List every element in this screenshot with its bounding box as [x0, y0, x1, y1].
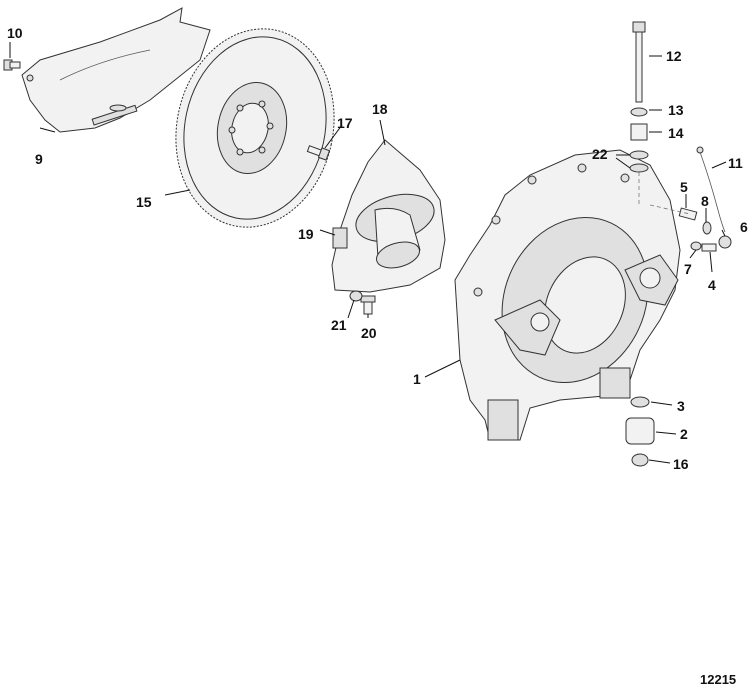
nut-16: [631, 453, 649, 467]
leader-lines: [9, 42, 727, 464]
callout-10: 10: [7, 25, 23, 41]
flywheel-housing: [454, 149, 681, 441]
washer-8: [702, 221, 712, 235]
callout-21: 21: [331, 317, 347, 333]
callout-11: 11: [728, 155, 743, 171]
callout-18: 18: [372, 101, 388, 117]
callout-17: 17: [337, 115, 353, 131]
bolt-5: [678, 207, 698, 221]
bolt-20: [360, 295, 376, 315]
washer-3: [630, 396, 650, 408]
callout-3: 3: [677, 398, 685, 414]
washer-13: [630, 107, 648, 117]
callout-15: 15: [136, 194, 152, 210]
callout-7: 7: [684, 261, 692, 277]
callout-5: 5: [680, 179, 688, 195]
bolt-4: [701, 243, 717, 252]
callout-1: 1: [413, 371, 421, 387]
callout-19: 19: [298, 226, 314, 242]
flywheel-cover-plate: [21, 7, 211, 133]
nut-6: [718, 235, 732, 249]
washers-22: [629, 150, 649, 173]
callout-22: 22: [592, 146, 608, 162]
figure-number: 12215: [700, 672, 736, 687]
drive-coupler: [331, 139, 446, 293]
callout-4: 4: [708, 277, 716, 293]
callout-9: 9: [35, 151, 43, 167]
callout-14: 14: [668, 125, 684, 141]
washer-7: [690, 241, 702, 251]
callout-6: 6: [740, 219, 748, 235]
callout-20: 20: [361, 325, 377, 341]
flywheel: [175, 28, 335, 228]
callout-13: 13: [668, 102, 684, 118]
callout-12: 12: [666, 48, 682, 64]
callout-2: 2: [680, 426, 688, 442]
bolt-17: [306, 145, 331, 161]
bolt-12: [632, 21, 646, 103]
bolt-10: [3, 59, 21, 71]
ground-wire-11: [696, 146, 726, 233]
spacer-14: [630, 123, 648, 141]
washer-21: [349, 290, 363, 302]
callout-labels: 1 2 3 4 5 6 7 8 9 10 11 12 13 14 15 16 1…: [7, 25, 748, 472]
mount-2: [625, 417, 655, 445]
callout-16: 16: [673, 456, 689, 472]
callout-8: 8: [701, 193, 709, 209]
